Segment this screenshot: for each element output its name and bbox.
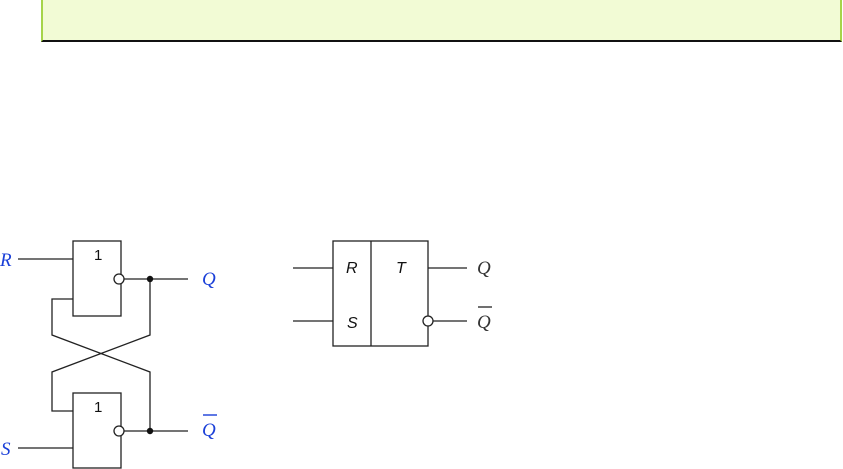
label-r: R	[0, 250, 12, 271]
rs-flipflop-symbol: R S T Q Q	[293, 240, 492, 347]
symbol-label-q-bar: Q	[477, 312, 491, 333]
pin-label-r: R	[346, 260, 358, 277]
junction-dot-q	[146, 275, 154, 283]
gate-top-label: 1	[94, 247, 102, 264]
label-s: S	[1, 439, 11, 460]
label-q: Q	[202, 269, 216, 290]
symbol-box	[332, 240, 429, 347]
label-q-bar: Q	[202, 420, 216, 441]
inversion-bubble-bottom	[113, 425, 125, 437]
gate-bottom-label: 1	[94, 399, 102, 416]
pin-label-s: S	[347, 315, 358, 332]
header-bar	[41, 0, 842, 42]
pin-label-t: T	[396, 260, 407, 277]
symbol-inversion-bubble	[422, 315, 434, 327]
nor-gate-bottom	[72, 392, 122, 469]
wire-feedback-qbar-to-top	[51, 298, 151, 431]
wire-feedback-q-to-bottom	[51, 279, 151, 412]
inversion-bubble-top	[113, 273, 125, 285]
junction-dot-q-bar	[146, 427, 154, 435]
nor-gate-top	[72, 240, 122, 317]
rs-latch-circuit: 1 1 R S Q Q	[0, 240, 217, 469]
symbol-label-q: Q	[477, 258, 491, 279]
